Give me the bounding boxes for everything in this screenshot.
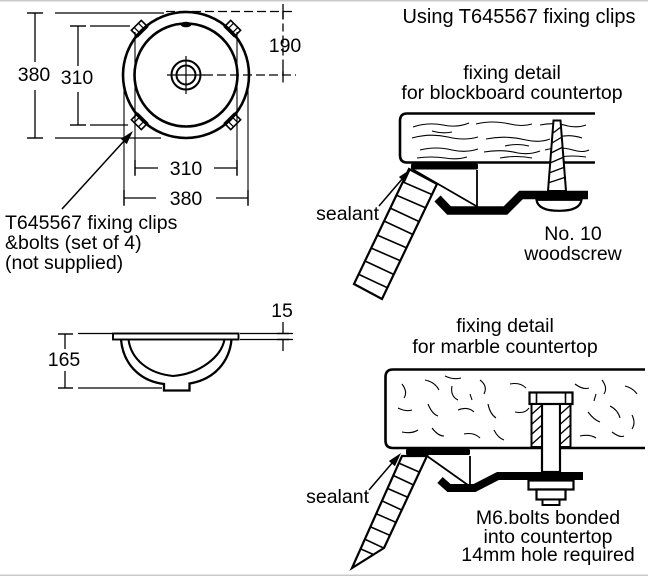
basin-wall-section-marble: [349, 454, 429, 571]
dimension-bowl-width: 310: [61, 25, 94, 126]
dimension-overall-width: 380: [18, 12, 51, 139]
bowl-inner-profile: [127, 339, 226, 378]
leader-arrowhead: [120, 131, 133, 145]
basin-wall-section-blockboard: [352, 167, 439, 301]
sealant-leader-marble: [368, 453, 401, 491]
marble-countertop-slab: [384, 368, 645, 450]
fixing-clip-top-left: [130, 19, 149, 38]
woodscrew-head: [535, 198, 583, 212]
clips-note-line2: &bolts (set of 4): [5, 232, 142, 254]
basin-rim-section: [112, 332, 240, 341]
m6-bolt-shaft: [540, 401, 562, 474]
sealant-leader-blockboard: [378, 169, 411, 207]
dim-label-165: 165: [48, 349, 81, 371]
page-heading: Using T645567 fixing clips: [402, 6, 635, 28]
screw-label-line2: woodscrew: [523, 243, 622, 265]
dimension-depth: 165: [48, 332, 162, 389]
extension-lines: [55, 12, 249, 206]
overflow-slot: [180, 21, 192, 28]
clips-note-leader: [61, 131, 133, 210]
metal-fixing-clip-marble: [437, 472, 583, 492]
bottom-border: [0, 574, 648, 576]
blockboard-title-line2: for blockboard countertop: [401, 82, 622, 104]
clips-note-line3: (not supplied): [5, 252, 123, 274]
blockboard-countertop-slab: [398, 112, 595, 164]
marble-title-line1: fixing detail: [456, 315, 554, 337]
sealant-bead-blockboard: [411, 163, 478, 170]
dim-label-310-horizontal: 310: [170, 158, 203, 180]
dim-label-380-horizontal: 380: [170, 188, 203, 210]
dimension-bottom-overall: 380: [123, 188, 249, 210]
woodscrew: [546, 119, 568, 192]
marble-texture: [397, 375, 638, 441]
sealant-bead-marble: [406, 449, 470, 455]
bowl-outer-profile: [119, 339, 233, 392]
basin-side-view: 165 15: [48, 300, 293, 392]
screw-label-line1: No. 10: [544, 223, 602, 245]
bolt-note-line1: M6.bolts bonded: [476, 507, 620, 529]
bolt-note-line3: 14mm hole required: [461, 544, 634, 566]
basin-plan-view: 380 310 190 310 380: [5, 4, 301, 274]
bolt-note-line2: into countertop: [483, 526, 612, 548]
m6-bolt-bonded-anchor: [528, 391, 574, 448]
fixing-clip-top-right: [223, 19, 242, 38]
dimension-bottom-bowl: 310: [134, 158, 238, 180]
blockboard-fixing-detail: Using T645567 fixing clips fixing detail…: [316, 6, 636, 301]
clips-note-line1: T645567 fixing clips: [5, 212, 178, 234]
fixing-clip-bottom-right: [223, 112, 242, 131]
sealant-label-blockboard: sealant: [316, 203, 379, 225]
clips-note-text: T645567 fixing clips &bolts (set of 4) (…: [5, 212, 178, 274]
top-border: [0, 0, 648, 2]
metal-fixing-clip-blockboard: [434, 190, 588, 215]
dim-label-380-vertical: 380: [18, 64, 51, 86]
basin-outer-rim-circle: [121, 10, 251, 140]
fixing-clip-marks: [130, 19, 242, 131]
sealant-label-marble: sealant: [306, 486, 369, 508]
m6-washer-and-nut: [527, 479, 575, 506]
drain-outlet: [167, 56, 205, 94]
dim-label-15: 15: [271, 300, 293, 322]
dimension-rim-thickness: 15: [240, 300, 293, 351]
fixing-clip-bottom-left: [130, 112, 149, 131]
marble-fixing-detail: fixing detail for marble countertop: [306, 315, 645, 571]
marble-title-line2: for marble countertop: [412, 336, 598, 358]
blockboard-title-line1: fixing detail: [463, 62, 561, 84]
dim-label-190: 190: [269, 35, 302, 57]
dim-label-310-vertical: 310: [61, 67, 94, 89]
basin-rim-underside-marble: [426, 455, 471, 488]
